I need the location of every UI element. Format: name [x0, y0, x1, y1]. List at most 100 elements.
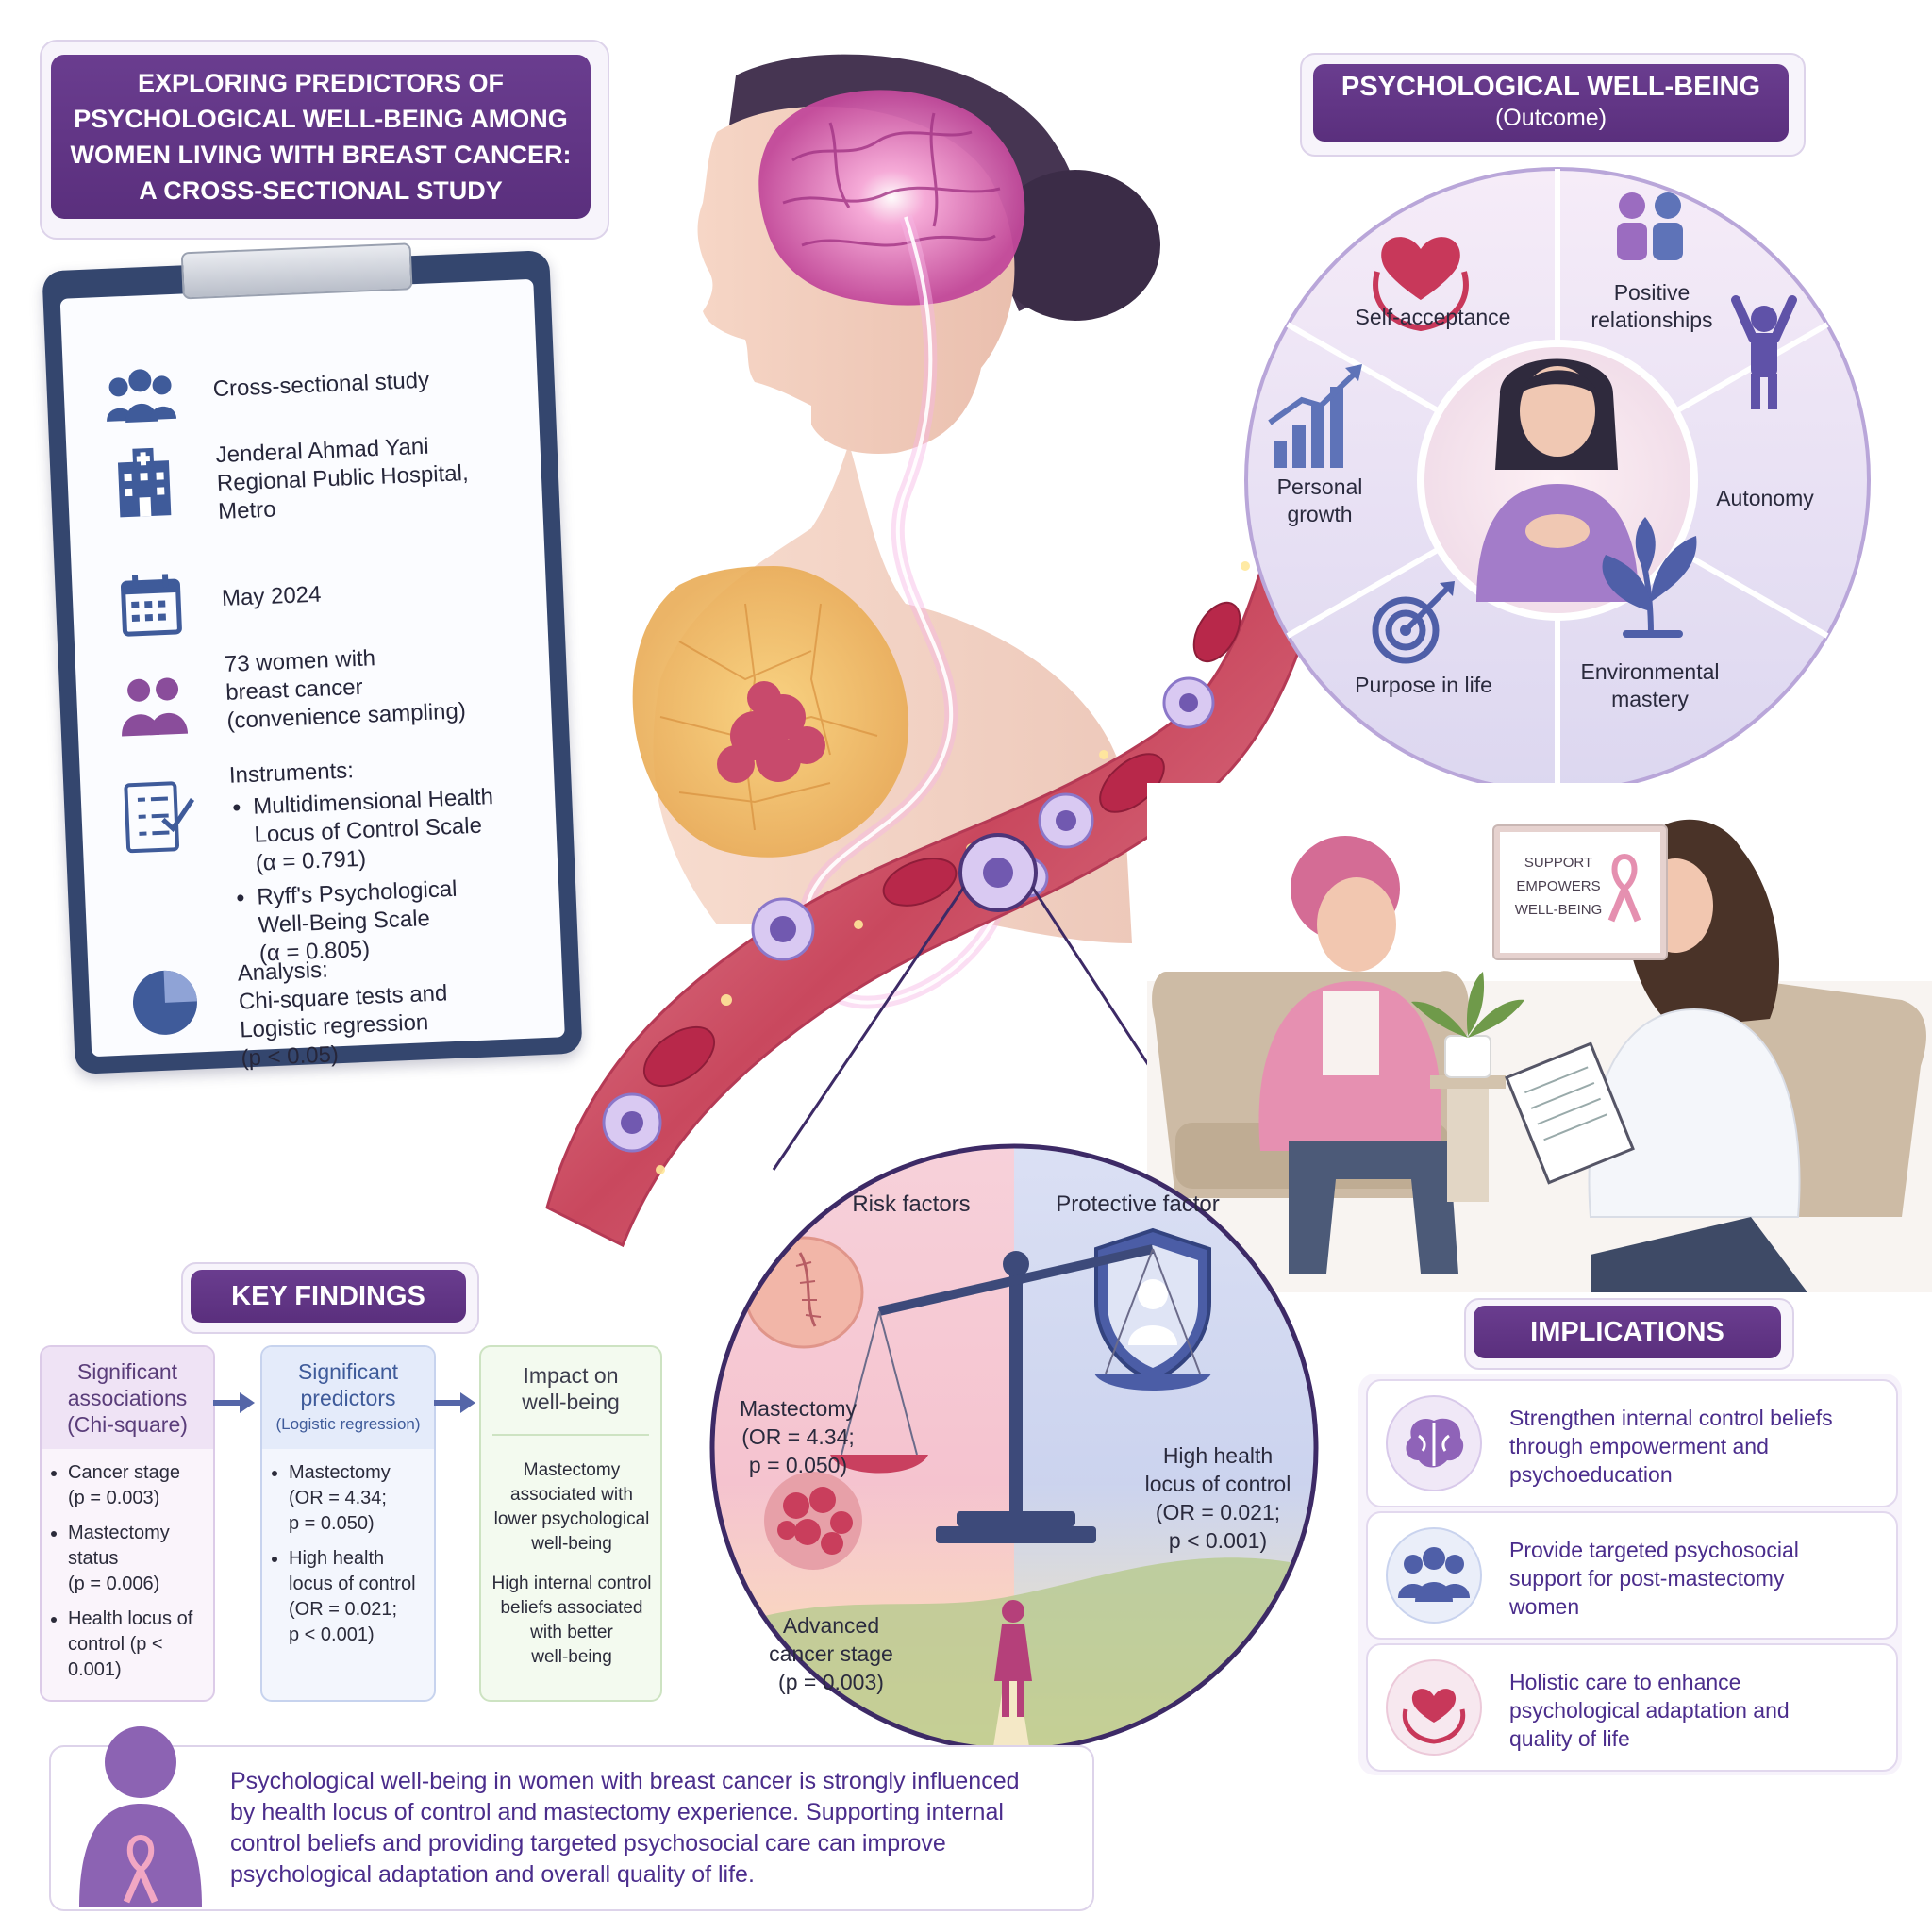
study-sample-text: 73 women with breast cancer (convenience… — [224, 638, 547, 736]
study-setting-item: Jenderal Ahmad Yani Regional Public Hosp… — [104, 428, 528, 525]
two-people-icon — [1617, 192, 1683, 260]
label-line: cancer stage — [769, 1641, 893, 1666]
woman-anatomy-illustration — [545, 54, 1321, 1248]
summary-line: psychological adaptation and overall qua… — [230, 1861, 755, 1888]
impact-paragraph: High internal control beliefs associated… — [491, 1572, 653, 1670]
sign-line: SUPPORT — [1524, 855, 1593, 871]
brain-icon — [1386, 1395, 1482, 1491]
key-findings-title: KEY FINDINGS — [191, 1270, 466, 1323]
wall-sign: SUPPORT EMPOWERS WELL-BEING — [1494, 826, 1666, 958]
study-instruments-text: Instruments: Multidimensional Health Loc… — [228, 749, 558, 975]
title-line: WOMEN LIVING WITH BREAST CANCER: — [70, 141, 572, 169]
head-line: Significant — [297, 1359, 399, 1384]
item-line: status — [68, 1548, 119, 1569]
item-line: (OR = 0.021; — [289, 1599, 398, 1620]
implication-card: Holistic care to enhance psychological a… — [1366, 1643, 1898, 1772]
label-line: (OR = 0.021; — [1155, 1500, 1281, 1524]
impact-line: lower psychological — [493, 1509, 650, 1529]
clipboard-clip — [180, 242, 413, 300]
label-line: p = 0.050) — [748, 1453, 848, 1477]
wellbeing-wheel — [1244, 167, 1871, 793]
implication-line: through empowerment and — [1509, 1434, 1769, 1458]
study-details-clipboard: Cross-sectional study Jenderal Ahmad Yan… — [42, 242, 583, 1074]
study-instruments-item: Instruments: Multidimensional Health Loc… — [117, 749, 541, 967]
balance-scale-icon — [830, 1244, 1211, 1543]
instrument-item: Multidimensional Health Locus of Control… — [253, 781, 554, 878]
label-purpose-in-life: Purpose in life — [1355, 673, 1492, 697]
impact-line: High internal control — [491, 1574, 652, 1593]
pie-chart-icon — [132, 970, 197, 1035]
women-group-icon — [122, 677, 189, 737]
impact-line: beliefs associated — [500, 1598, 643, 1618]
title-line: A CROSS-SECTIONAL STUDY — [139, 176, 503, 205]
implication-line: psychological adaptation and — [1509, 1698, 1790, 1723]
implication-line: Strengthen internal control beliefs — [1509, 1406, 1833, 1430]
item-line: Mastectomy — [68, 1523, 170, 1543]
arrow-right-icon — [434, 1392, 475, 1413]
impact-paragraph: Mastectomy associated with lower psychol… — [491, 1458, 653, 1557]
clipboard-paper: Cross-sectional study Jenderal Ahmad Yan… — [59, 278, 565, 1072]
findings-head: Impact on well-being — [481, 1362, 660, 1415]
implication-text: Holistic care to enhance psychological a… — [1509, 1668, 1887, 1753]
implication-text: Provide targeted psychosocial support fo… — [1509, 1536, 1887, 1621]
label-line: locus of control — [1144, 1472, 1291, 1496]
cancer-cell-cluster-icon — [764, 1472, 862, 1570]
wellbeing-title-text: PSYCHOLOGICAL WELL-BEING — [1341, 72, 1761, 102]
implication-line: Holistic care to enhance — [1509, 1670, 1741, 1694]
study-design-item: Cross-sectional study — [101, 349, 525, 424]
label-line: Mastectomy — [740, 1396, 857, 1421]
shield-person-icon — [1094, 1227, 1211, 1384]
implication-line: support for post-mastectomy — [1509, 1566, 1785, 1591]
item-line: (p = 0.006) — [68, 1574, 160, 1594]
divider — [492, 1434, 649, 1436]
high-hlc-label: High health locus of control (OR = 0.021… — [1128, 1441, 1307, 1555]
findings-body: Mastectomy (OR = 4.34; p = 0.050) High h… — [272, 1460, 426, 1657]
calendar-icon — [120, 574, 182, 637]
impact-line: Mastectomy — [523, 1460, 621, 1480]
implication-text: Strengthen internal control beliefs thro… — [1509, 1404, 1887, 1489]
calm-woman-figure — [1476, 358, 1639, 602]
item-line: Health locus of — [68, 1608, 193, 1629]
heart-hands-icon — [1386, 1659, 1482, 1756]
label-line: High health — [1162, 1443, 1274, 1468]
item-line: Mastectomy — [289, 1462, 391, 1483]
impact-line: with better — [530, 1623, 613, 1642]
label-line: (OR = 4.34; — [741, 1424, 855, 1449]
target-arrow-icon — [1372, 581, 1455, 664]
mastectomy-breast-icon — [743, 1236, 864, 1349]
item-line: (p = 0.003) — [68, 1488, 160, 1508]
head-line: well-being — [522, 1390, 620, 1414]
implication-line: women — [1509, 1594, 1580, 1619]
pink-ribbon-icon — [1607, 853, 1641, 923]
head-line: predictors — [300, 1386, 396, 1410]
finding-item: Cancer stage (p = 0.003) — [68, 1460, 206, 1511]
label-self-acceptance: Self-acceptance — [1355, 305, 1511, 329]
finding-item: Mastectomy (OR = 4.34; p = 0.050) — [289, 1460, 426, 1537]
head-line: (Logistic regression) — [275, 1415, 421, 1433]
finding-item: High health locus of control (OR = 0.021… — [289, 1546, 426, 1648]
label-line: Environmental — [1580, 659, 1720, 684]
implication-card: Provide targeted psychosocial support fo… — [1366, 1511, 1898, 1640]
implication-line: psychoeducation — [1509, 1462, 1673, 1487]
findings-head: Significant predictors (Logistic regress… — [262, 1347, 434, 1449]
study-date-text: May 2024 — [221, 581, 322, 611]
implication-line: quality of life — [1509, 1726, 1630, 1751]
head-line: (Chi-square) — [67, 1412, 188, 1437]
label-line: mastery — [1611, 687, 1689, 711]
summary-line: by health locus of control and mastectom… — [230, 1799, 1004, 1825]
label-positive-relationships: Positive relationships — [1562, 279, 1741, 334]
summary-line: control beliefs and providing targeted p… — [230, 1830, 946, 1857]
arrow-right-icon — [213, 1392, 255, 1413]
checklist-icon — [124, 781, 195, 854]
study-design-text: Cross-sectional study — [212, 367, 430, 403]
study-date-item: May 2024 — [109, 557, 534, 637]
label-line: p < 0.001) — [1168, 1528, 1268, 1553]
label-line: Advanced — [782, 1613, 880, 1638]
label-line: relationships — [1591, 308, 1713, 332]
arms-raised-person-icon — [1731, 295, 1797, 409]
risk-factors-label: Risk factors — [852, 1191, 971, 1217]
title-line: PSYCHOLOGICAL WELL-BEING AMONG — [74, 105, 568, 133]
study-analysis-text: Analysis: Chi-square tests and Logistic … — [237, 946, 562, 1073]
finding-item: Mastectomy status (p = 0.006) — [68, 1521, 206, 1597]
plant-leaves-icon — [1602, 517, 1697, 638]
